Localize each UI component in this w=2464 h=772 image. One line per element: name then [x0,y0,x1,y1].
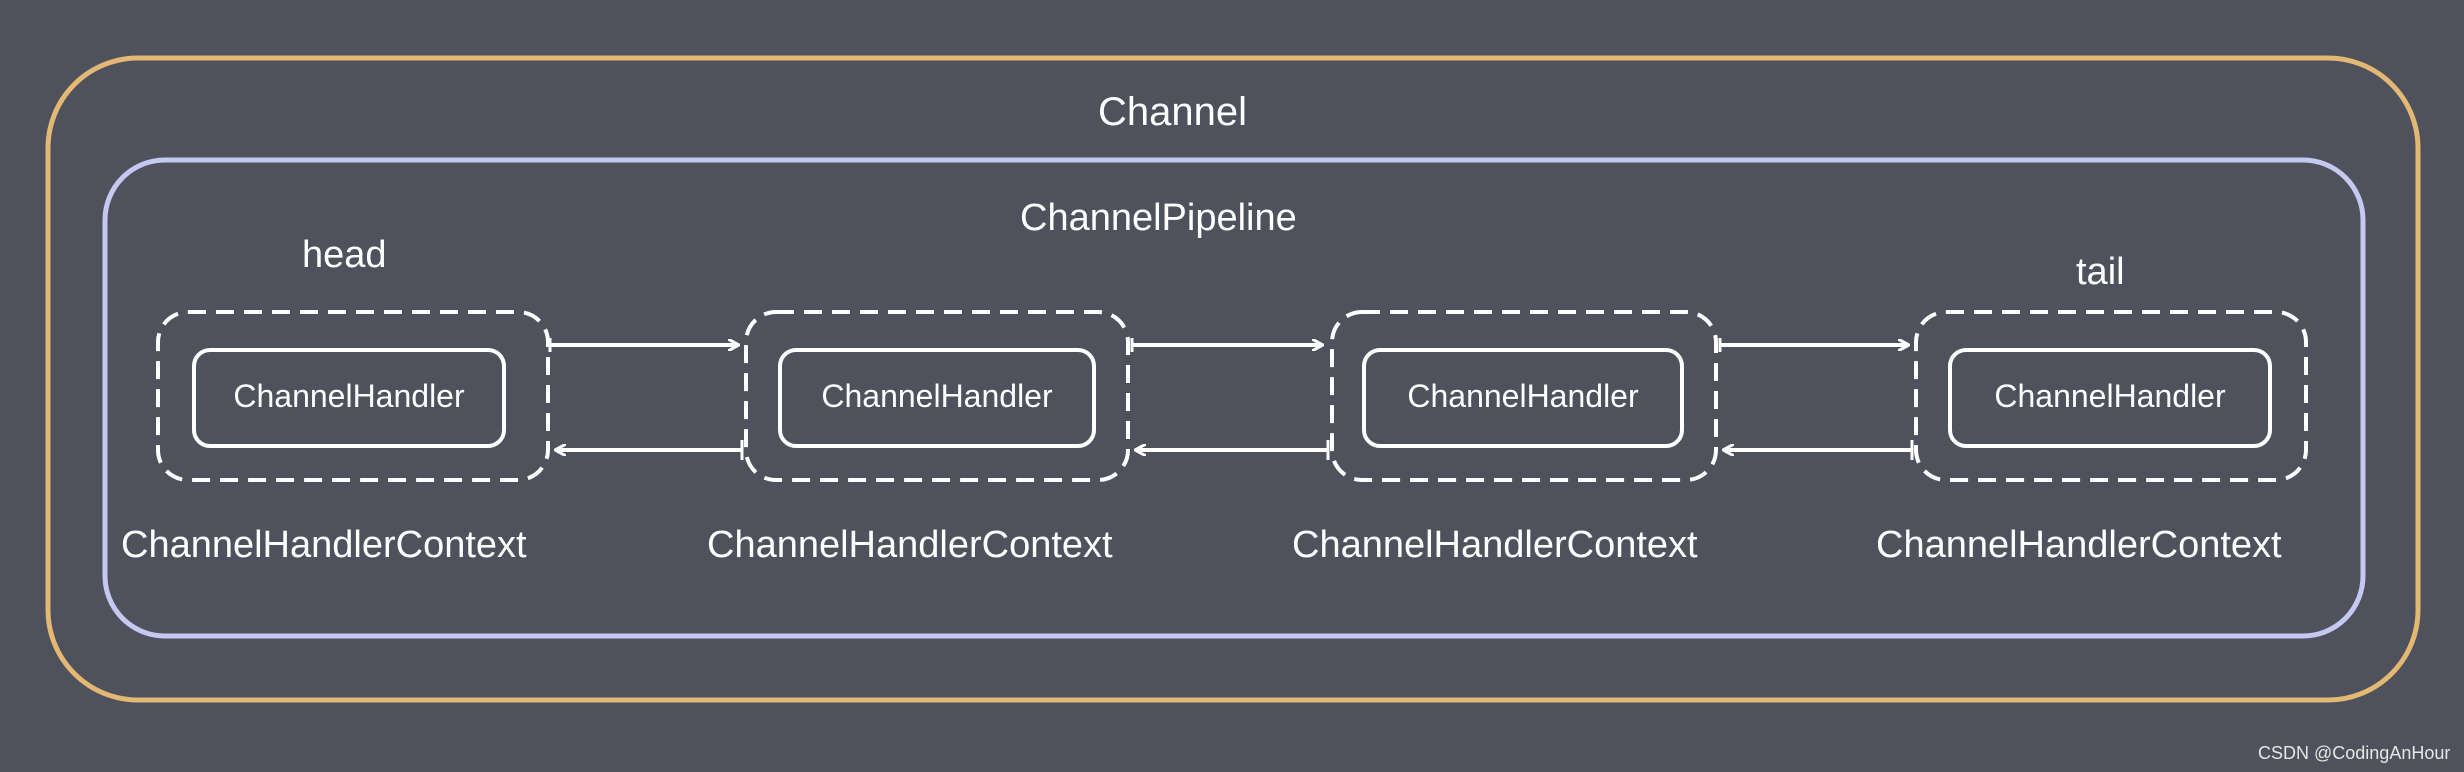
handler-label-4: ChannelHandler [1994,378,2226,414]
handler-label-3: ChannelHandler [1407,378,1639,414]
context-box-3 [1330,310,1718,482]
prev-arrow-1 [556,440,744,460]
head-label: head [302,234,387,276]
context-box-2 [744,310,1130,482]
context-label-3: ChannelHandlerContext [1292,524,1698,566]
channel-title: Channel [1098,90,1248,134]
handler-label-2: ChannelHandler [821,378,1053,414]
context-box-1 [156,310,550,482]
pipeline-title: ChannelPipeline [1020,197,1297,239]
context-label-1: ChannelHandlerContext [121,524,527,566]
next-arrow-3 [1718,338,1908,352]
handler-label-1: ChannelHandler [233,378,465,414]
handler-box-3 [1362,348,1684,448]
context-label-2: ChannelHandlerContext [707,524,1113,566]
next-arrow-2 [1130,338,1322,352]
handler-box-1 [192,348,506,448]
context-label-4: ChannelHandlerContext [1876,524,2282,566]
watermark: CSDN @CodingAnHour [2258,743,2451,763]
next-arrow-1 [548,338,738,352]
context-box-4 [1914,310,2308,482]
prev-arrow-2 [1136,440,1330,460]
channel-box [45,55,2421,703]
handler-box-2 [778,348,1096,448]
prev-arrow-3 [1724,440,1914,460]
handler-box-4 [1948,348,2272,448]
pipeline-box [102,157,2366,639]
tail-label: tail [2076,251,2125,293]
